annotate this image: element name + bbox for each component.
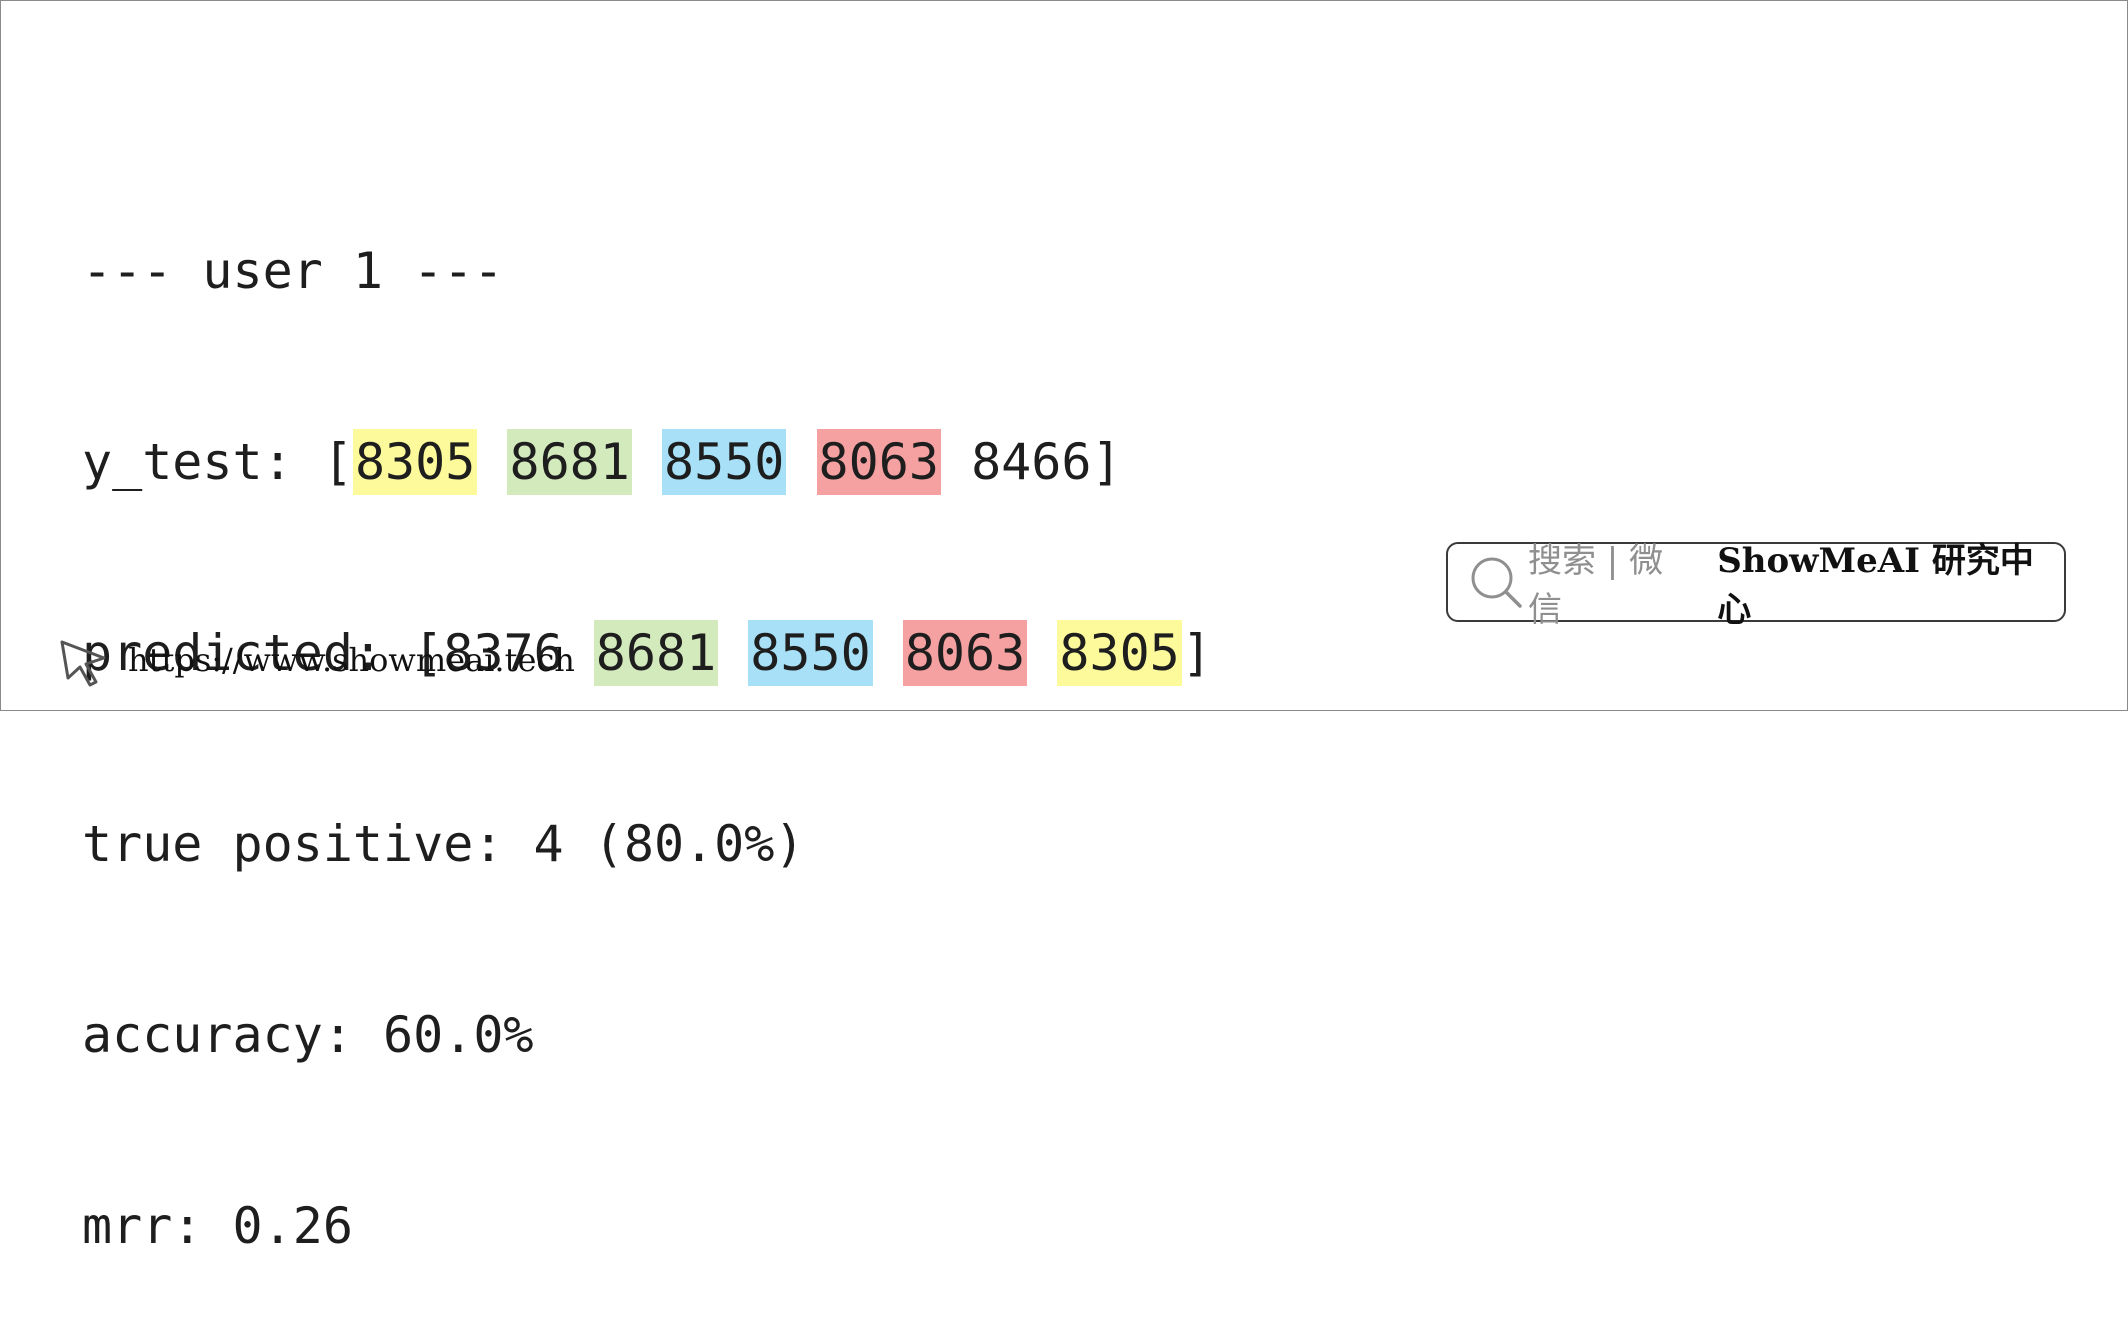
predicted-suffix: ] (1181, 624, 1212, 682)
predicted-value-2: 8681 (593, 620, 719, 686)
y-test-prefix: y_test: [ (82, 433, 353, 491)
y-test-line: y_test: [8305 8681 8550 8063 8466] (82, 425, 1212, 500)
accuracy-line: accuracy: 60.0% (82, 1006, 534, 1064)
predicted-line: predicted: [8376 8681 8550 8063 8305] (82, 616, 1212, 691)
mrr-line: mrr: 0.26 (82, 1197, 353, 1255)
code-output: --- user 1 --- y_test: [8305 8681 8550 8… (82, 118, 1212, 1322)
website-url[interactable]: https://www.showmeai.tech (128, 641, 575, 679)
predicted-value-3: 8550 (748, 620, 873, 686)
y-test-value-2: 8681 (507, 429, 632, 495)
y-test-value-1: 8305 (352, 429, 478, 495)
predicted-value-1: 8376 (443, 624, 564, 682)
website-link[interactable]: https://www.showmeai.tech (56, 632, 575, 688)
brand-name: ShowMeAI 研究中心 (1717, 541, 2034, 630)
predicted-value-4: 8063 (902, 620, 1028, 686)
cursor-icon (56, 632, 112, 688)
predicted-prefix: predicted: [ (82, 624, 444, 682)
predicted-value-5: 8305 (1057, 620, 1182, 686)
user-header-line: --- user 1 --- (82, 242, 504, 300)
search-label: 搜索 | 微信 (1528, 541, 1664, 630)
search-icon (1468, 554, 1524, 610)
wechat-search-badge: 搜索 | 微信 ShowMeAI 研究中心 (1446, 541, 2066, 630)
y-test-suffix: ] (1091, 433, 1122, 491)
true-positive-line: true positive: 4 (80.0%) (82, 815, 805, 873)
y-test-value-3: 8550 (662, 429, 787, 495)
y-test-value-4: 8063 (816, 429, 941, 495)
y-test-value-5: 8466 (971, 433, 1092, 491)
